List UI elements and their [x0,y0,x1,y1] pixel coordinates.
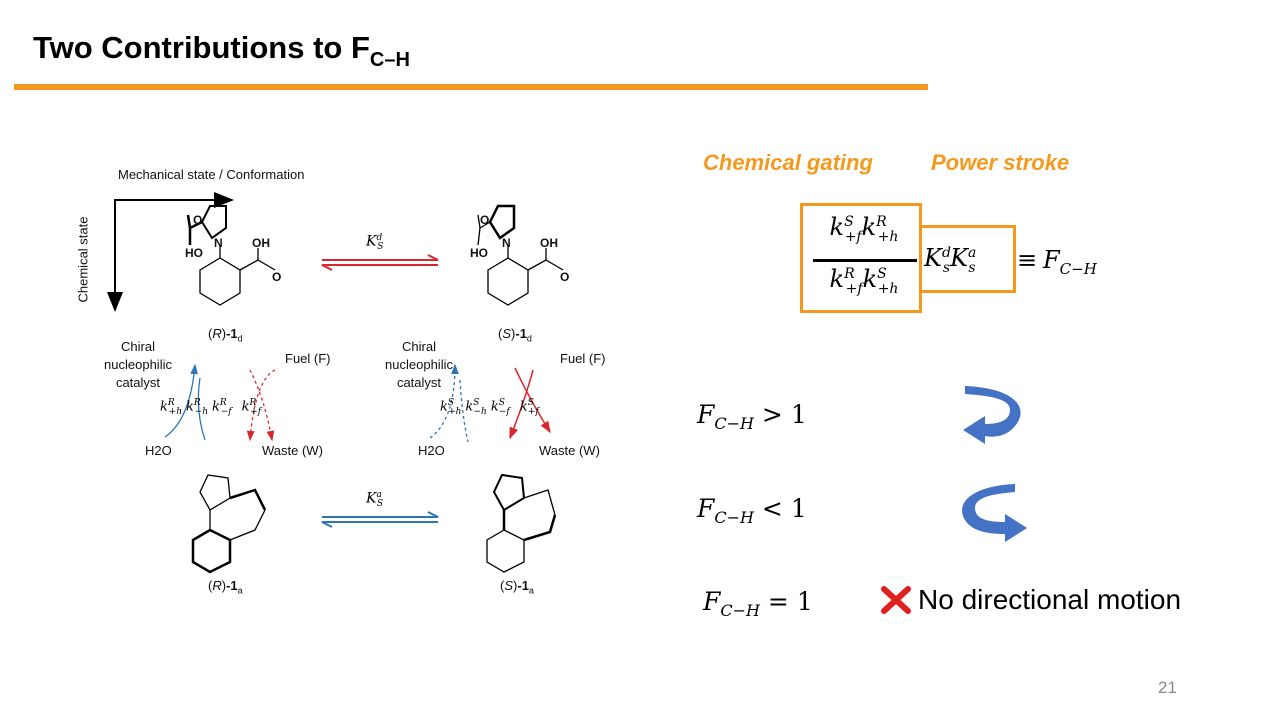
waste-label-s: Waste (W) [539,443,600,458]
label-s-1a: (S)-1a [500,578,534,596]
atom-o: O [560,270,570,284]
equiv-sign: ≡ [1017,246,1038,274]
axes [107,192,234,312]
rate-k-minus-h-s: kS−h [465,398,487,417]
reaction-diagram [107,192,564,574]
rate-k-minus-h-r: kR−h [186,398,209,417]
k-s-a-label: KaS [366,490,384,510]
water-label-s: H2O [418,443,445,458]
r-hydrolysis-arrows [164,363,206,441]
rate-k-plus-h-r: kR+h [160,398,183,417]
water-label-r: H2O [145,443,172,458]
label-r-1d: (R)-1d [208,326,243,344]
page-number: 21 [1158,678,1177,697]
atom-n: N [502,236,511,250]
fuel-label-r: Fuel (F) [285,351,331,366]
x-axis-label: Mechanical state / Conformation [118,167,305,182]
label-r-1a: (R)-1a [208,578,243,596]
case-greater: FC−H > 1 [697,400,807,433]
fraction-denominator: kR+fkS+h [829,265,899,297]
atom-o: O [272,270,282,284]
molecule-s-1a [486,473,557,573]
fraction-bar [813,259,917,262]
power-stroke-term: KdsKas [924,244,977,276]
s-fuel-arrows [509,367,551,440]
rates-s: kS+h kS−h kS−f kS+f [440,398,539,417]
result-f-ch: FC−H [1043,246,1097,278]
r-fuel-arrows [246,369,276,442]
no-directional-motion-text: No directional motion [918,584,1182,615]
atom-o: O [480,213,490,227]
fuel-label-s: Fuel (F) [560,351,606,366]
slide-title: Two Contributions to FC–H [33,30,410,71]
rate-k-plus-h-s: kS+h [440,398,462,417]
s-hydrolysis-arrows [429,363,469,443]
waste-label-r: Waste (W) [262,443,323,458]
molecule-s-1d [477,204,564,306]
blue-equilibrium-arrow [321,511,439,528]
heading-power-stroke: Power stroke [931,150,1070,175]
rate-k-plus-f-s: kS+f [519,398,539,417]
clockwise-arrow-icon [962,484,1027,542]
atom-oh: OH [540,236,558,250]
atom-ho: HO [470,246,488,260]
rate-k-plus-f-r: kR+f [241,398,262,417]
rate-k-minus-f-r: kR−f [212,398,232,417]
atom-o: O [193,213,203,227]
title-underline [14,84,928,90]
rate-k-minus-f-s: kS−f [490,398,510,417]
molecule-r-1d [186,205,276,306]
counterclockwise-arrow-icon [963,386,1021,444]
case-less: FC−H < 1 [697,494,807,527]
atom-n: N [214,236,223,250]
red-x-icon [881,586,911,614]
label-s-1d: (S)-1d [498,326,532,344]
power-stroke-box [919,225,1016,293]
fraction-numerator: kS+fkR+h [829,213,899,245]
atom-oh: OH [252,236,270,250]
rates-r: kR+h kR−h kR−f kR+f [160,398,261,417]
atom-ho: HO [185,246,203,260]
red-equilibrium-arrow [321,254,439,271]
y-axis-label: Chemical state [75,216,91,303]
k-s-d-label: KdS [366,233,384,253]
heading-chemical-gating: Chemical gating [703,150,873,175]
case-equal: FC−H = 1 [703,587,813,620]
molecule-r-1a [191,474,267,574]
